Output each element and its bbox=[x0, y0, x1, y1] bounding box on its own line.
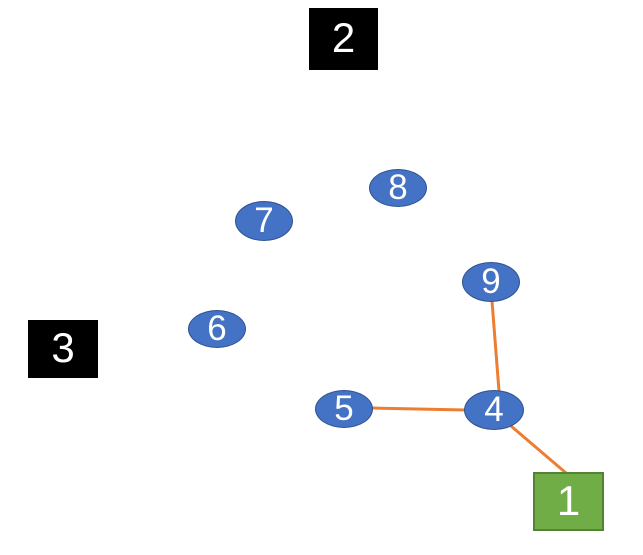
node-8[interactable]: 8 bbox=[369, 169, 427, 207]
node-2[interactable]: 2 bbox=[309, 8, 378, 70]
edge-4-1[interactable] bbox=[509, 424, 568, 475]
node-2-label: 2 bbox=[331, 14, 356, 61]
node-5-label: 5 bbox=[334, 388, 354, 428]
node-7[interactable]: 7 bbox=[235, 201, 293, 241]
edge-9-4[interactable] bbox=[490, 299, 501, 393]
node-5[interactable]: 5 bbox=[315, 390, 373, 428]
node-4[interactable]: 4 bbox=[464, 390, 524, 430]
node-8-label: 8 bbox=[388, 167, 408, 207]
edge-5-4[interactable] bbox=[370, 406, 467, 412]
node-9-label: 9 bbox=[481, 261, 501, 301]
node-3[interactable]: 3 bbox=[28, 320, 98, 378]
node-9[interactable]: 9 bbox=[462, 262, 520, 302]
node-6-label: 6 bbox=[207, 308, 227, 348]
node-7-label: 7 bbox=[254, 200, 274, 240]
node-1-label: 1 bbox=[556, 476, 581, 524]
node-3-label: 3 bbox=[51, 324, 75, 371]
node-6[interactable]: 6 bbox=[188, 310, 246, 348]
node-1[interactable]: 1 bbox=[533, 472, 604, 531]
node-4-label: 4 bbox=[484, 389, 504, 429]
